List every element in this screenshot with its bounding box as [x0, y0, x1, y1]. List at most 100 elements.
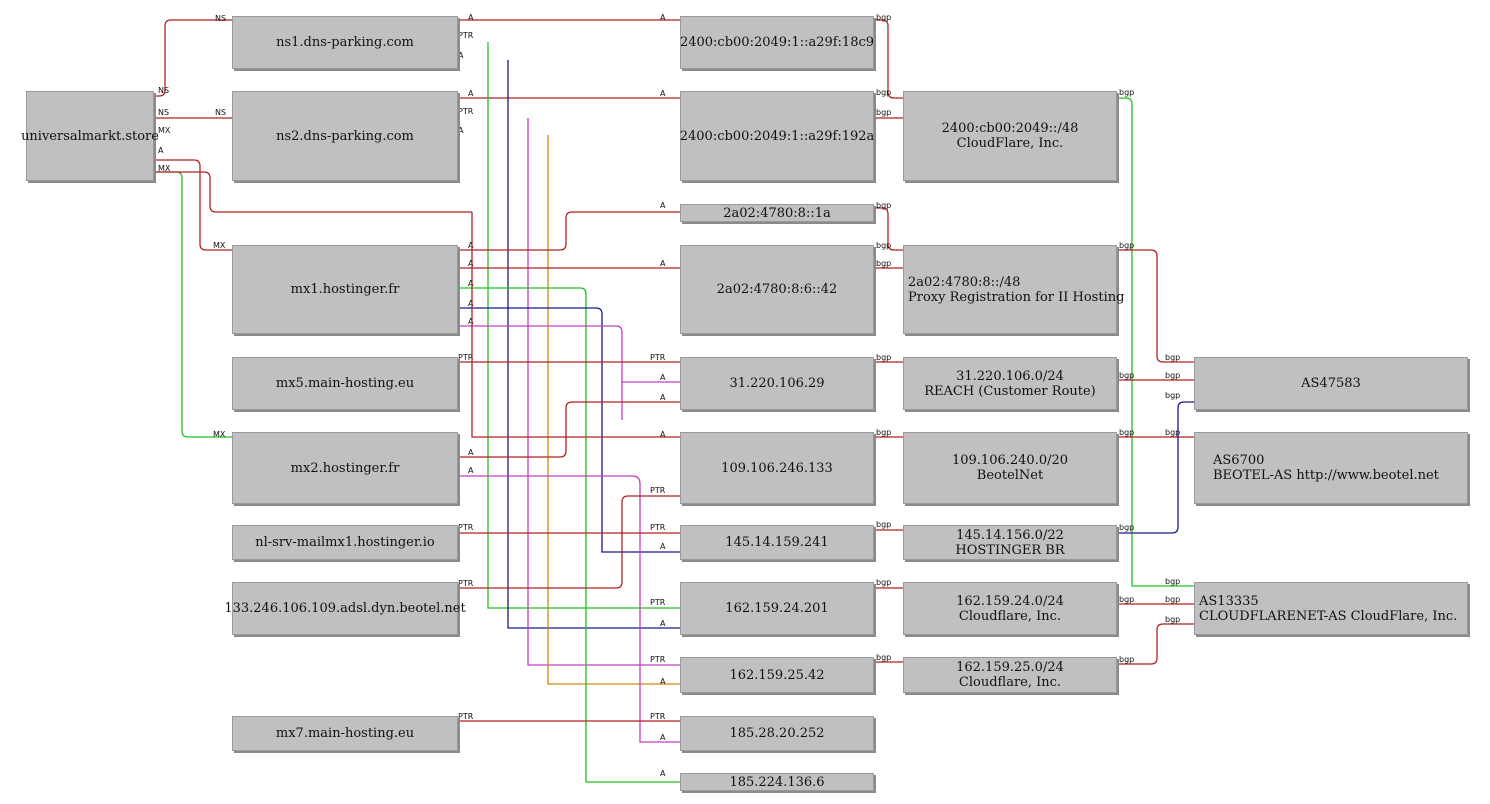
- edge: [1117, 249, 1194, 363]
- node-ns1[interactable]: ns1.dns-parking.com: [232, 16, 458, 69]
- node-ip6b[interactable]: 2400:cb00:2049:1::a29f:192a: [680, 91, 874, 181]
- node-label: 145.14.159.241: [725, 535, 829, 550]
- edge-label: bgp: [1165, 615, 1180, 624]
- edge-label: A: [660, 677, 666, 686]
- edge-label: A: [468, 259, 474, 268]
- edge-label: A: [660, 733, 666, 742]
- edge-label: A: [660, 259, 666, 268]
- edge: [1117, 401, 1194, 534]
- node-nlsrv[interactable]: nl-srv-mailmx1.hostinger.io: [232, 525, 458, 560]
- node-universalmarkt[interactable]: universalmarkt.store: [21, 91, 159, 181]
- node-label: AS47583: [1301, 376, 1361, 391]
- edge-label: NS: [158, 108, 169, 117]
- edge-label: bgp: [876, 13, 891, 22]
- node-label: 109.106.240.0/20: [951, 453, 1069, 468]
- edge-label: A: [468, 279, 474, 288]
- edge: [874, 207, 903, 251]
- node-label: universalmarkt.store: [21, 128, 159, 144]
- node-label: 162.159.24.201: [725, 601, 829, 616]
- edge: [458, 495, 680, 589]
- node-label: mx7.main-hosting.eu: [275, 726, 415, 741]
- node-ip162a[interactable]: 162.159.24.201: [680, 582, 874, 635]
- edge-label: A: [468, 448, 474, 457]
- node-ip6c[interactable]: 2a02:4780:8::1a: [680, 204, 874, 222]
- node-ip6a[interactable]: 2400:cb00:2049:1::a29f:18c9: [680, 16, 874, 69]
- edge-label: PTR: [458, 353, 474, 362]
- node-ip162b[interactable]: 162.159.25.42: [680, 657, 874, 693]
- edge-label: bgp: [1165, 371, 1180, 380]
- edge-label: MX: [158, 126, 171, 135]
- edge-label: PTR: [458, 579, 474, 588]
- edge-label: bgp: [876, 353, 891, 362]
- edge-label: bgp: [876, 259, 891, 268]
- node-label: 2a02:4780:8::1a: [723, 205, 831, 221]
- edge-label: A: [468, 89, 474, 98]
- edge-label: A: [158, 146, 164, 155]
- node-label: 133.246.106.109.adsl.dyn.beotel.net: [224, 601, 466, 616]
- edge-label: PTR: [458, 107, 474, 116]
- node-label: ns2.dns-parking.com: [276, 128, 414, 144]
- edge: [471, 212, 680, 438]
- node-label: 162.159.25.0/24: [956, 660, 1064, 675]
- node-ip145[interactable]: 145.14.159.241: [680, 525, 874, 560]
- node-ns2[interactable]: ns2.dns-parking.com: [232, 91, 458, 181]
- edge-label: bgp: [1119, 428, 1134, 437]
- node-label: 109.106.246.133: [721, 460, 833, 476]
- edge: [458, 211, 680, 251]
- node-ip109[interactable]: 109.106.246.133: [680, 432, 874, 504]
- edge-label: bgp: [876, 428, 891, 437]
- edge-label: A: [468, 317, 474, 326]
- node-label: Cloudflare, Inc.: [958, 675, 1062, 690]
- edge-label: PTR: [458, 712, 474, 721]
- node-mx2[interactable]: mx2.hostinger.fr: [232, 432, 458, 504]
- node-ip31[interactable]: 31.220.106.29: [680, 357, 874, 410]
- node-label: 2a02:4780:8:6::42: [716, 282, 838, 297]
- node-mx7[interactable]: mx7.main-hosting.eu: [232, 716, 458, 751]
- node-label: 145.14.156.0/22: [956, 527, 1064, 543]
- edge: [458, 475, 680, 743]
- node-label: AS6700: [1213, 453, 1265, 468]
- edge-label: A: [660, 201, 666, 210]
- node-label: mx5.main-hosting.eu: [275, 376, 415, 391]
- edge: [458, 401, 680, 458]
- edge-label: PTR: [650, 712, 666, 721]
- node-label: 162.159.25.42: [729, 667, 825, 683]
- edge-label: bgp: [1119, 655, 1134, 664]
- edge-label: bgp: [1119, 241, 1134, 250]
- node-mx5[interactable]: mx5.main-hosting.eu: [232, 357, 458, 410]
- node-as47583[interactable]: AS47583: [1194, 357, 1468, 410]
- node-label: nl-srv-mailmx1.hostinger.io: [255, 535, 435, 550]
- edge-label: bgp: [1119, 88, 1134, 97]
- edge-label: A: [660, 89, 666, 98]
- edge-label: PTR: [650, 523, 666, 532]
- edge-label: NS: [215, 14, 226, 23]
- edge: [458, 307, 680, 553]
- node-label: 31.220.106.0/24: [956, 368, 1064, 384]
- node-label: mx1.hostinger.fr: [290, 282, 400, 297]
- node-ip185b[interactable]: 185.224.136.6: [680, 773, 874, 791]
- edge-label: bgp: [1119, 523, 1134, 532]
- node-label: ns1.dns-parking.com: [276, 35, 414, 50]
- node-ip6d[interactable]: 2a02:4780:8:6::42: [680, 245, 874, 334]
- edge-label: A: [458, 126, 464, 135]
- node-mx1[interactable]: mx1.hostinger.fr: [232, 245, 458, 334]
- node-beotel[interactable]: 133.246.106.109.adsl.dyn.beotel.net: [224, 582, 466, 635]
- node-ip185a[interactable]: 185.28.20.252: [680, 716, 874, 751]
- edge: [154, 171, 472, 213]
- node-label: Cloudflare, Inc.: [958, 608, 1062, 624]
- node-label: AS13335: [1199, 593, 1259, 609]
- edge-label: A: [660, 13, 666, 22]
- edge-label: MX: [213, 430, 226, 439]
- node-label: 185.28.20.252: [729, 726, 825, 741]
- edge: [1117, 97, 1194, 587]
